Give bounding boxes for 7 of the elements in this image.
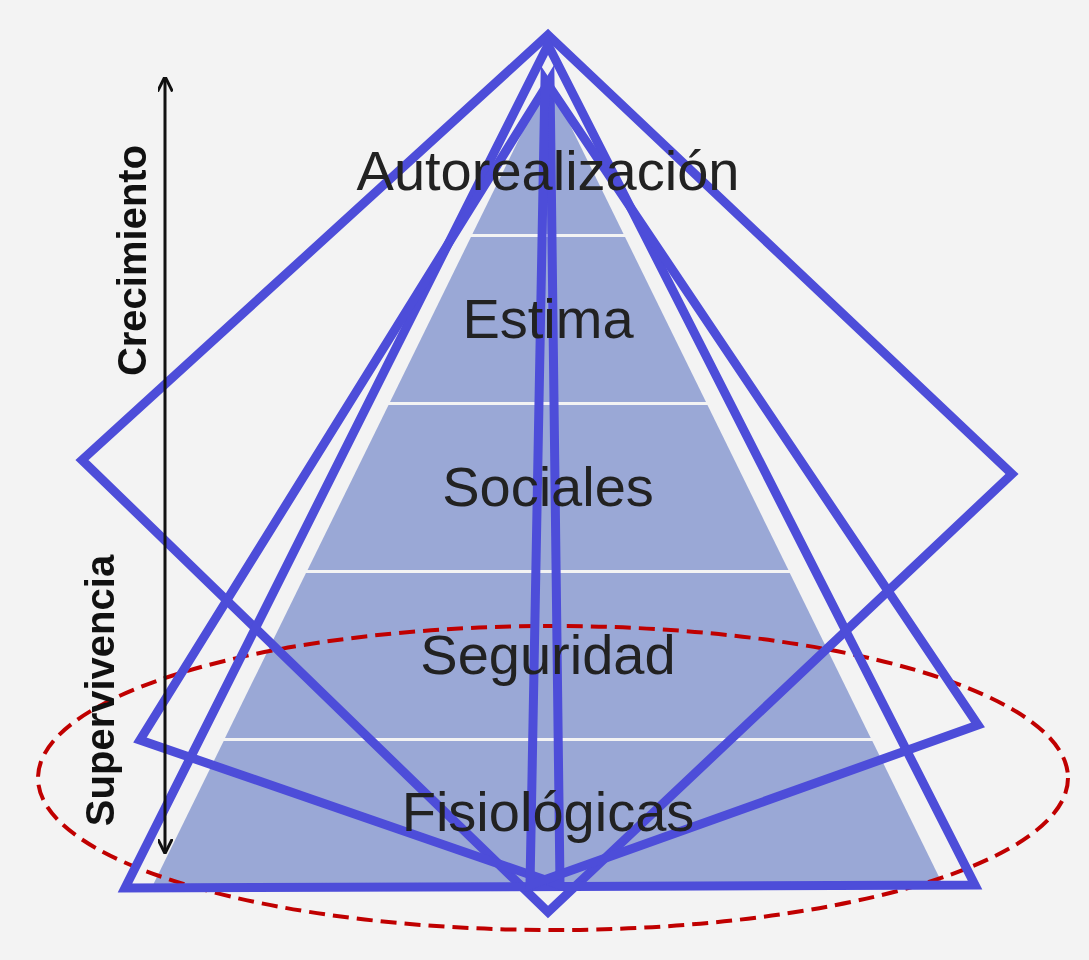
pyramid-level xyxy=(225,573,871,738)
level-label: Estima xyxy=(461,285,635,351)
level-label: Sociales xyxy=(441,453,655,519)
axis-label: Crecimiento xyxy=(109,144,155,376)
axis-label: Supervivencia xyxy=(77,554,123,826)
level-label: Seguridad xyxy=(419,621,677,687)
level-label: Fisiológicas xyxy=(400,779,696,844)
